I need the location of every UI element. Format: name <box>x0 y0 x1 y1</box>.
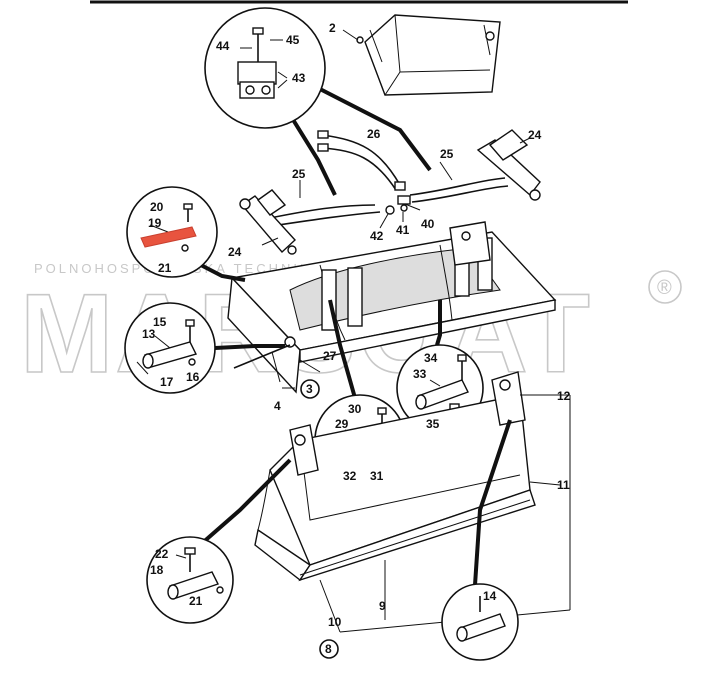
label-2: 2 <box>329 21 336 35</box>
part-number-labels: 2 3 4 8 9 10 11 12 13 14 15 16 17 18 19 … <box>142 21 571 656</box>
highlighted-part-19[interactable] <box>140 226 197 248</box>
label-17: 17 <box>160 375 174 389</box>
label-29: 29 <box>335 417 349 431</box>
part-2-bucket <box>342 14 501 96</box>
label-26: 26 <box>367 127 381 141</box>
detail-circle-pin-18 <box>146 458 292 624</box>
label-14: 14 <box>483 589 497 603</box>
label-27: 27 <box>323 349 337 363</box>
label-9: 9 <box>379 599 386 613</box>
label-43: 43 <box>292 71 306 85</box>
loader-frame <box>227 221 557 394</box>
label-4: 4 <box>274 399 281 413</box>
label-12: 12 <box>557 389 571 403</box>
label-32: 32 <box>343 469 357 483</box>
label-21a: 21 <box>158 261 172 275</box>
registered-circle <box>648 270 682 304</box>
label-44: 44 <box>216 39 230 53</box>
circle-label-8 <box>319 639 339 659</box>
detail-circle-clamp <box>204 7 432 196</box>
label-25a: 25 <box>292 167 306 181</box>
label-20: 20 <box>150 200 164 214</box>
label-34: 34 <box>424 351 438 365</box>
label-11: 11 <box>557 478 570 492</box>
label-18: 18 <box>150 563 164 577</box>
hydraulic-hoses <box>239 129 541 255</box>
detail-circle-pin-14 <box>441 419 519 661</box>
label-30: 30 <box>348 402 362 416</box>
label-13: 13 <box>142 327 156 341</box>
label-41: 41 <box>396 223 410 237</box>
label-21b: 21 <box>189 594 203 608</box>
label-15: 15 <box>153 315 167 329</box>
label-3: 3 <box>306 382 313 396</box>
label-31: 31 <box>370 469 384 483</box>
label-24a: 24 <box>528 128 542 142</box>
label-40: 40 <box>421 217 435 231</box>
label-42: 42 <box>370 229 384 243</box>
label-45: 45 <box>286 33 300 47</box>
label-16: 16 <box>186 370 200 384</box>
label-22: 22 <box>155 547 169 561</box>
label-35: 35 <box>426 417 440 431</box>
registered-mark: ® <box>657 277 672 299</box>
label-8: 8 <box>325 642 332 656</box>
label-19: 19 <box>148 216 162 230</box>
label-24b: 24 <box>228 245 242 259</box>
detail-circle-pin-13 <box>124 302 285 394</box>
label-10: 10 <box>328 615 342 629</box>
label-25b: 25 <box>440 147 454 161</box>
label-33: 33 <box>413 367 427 381</box>
part-8-large-bucket <box>254 371 571 633</box>
circle-label-3 <box>300 379 320 399</box>
